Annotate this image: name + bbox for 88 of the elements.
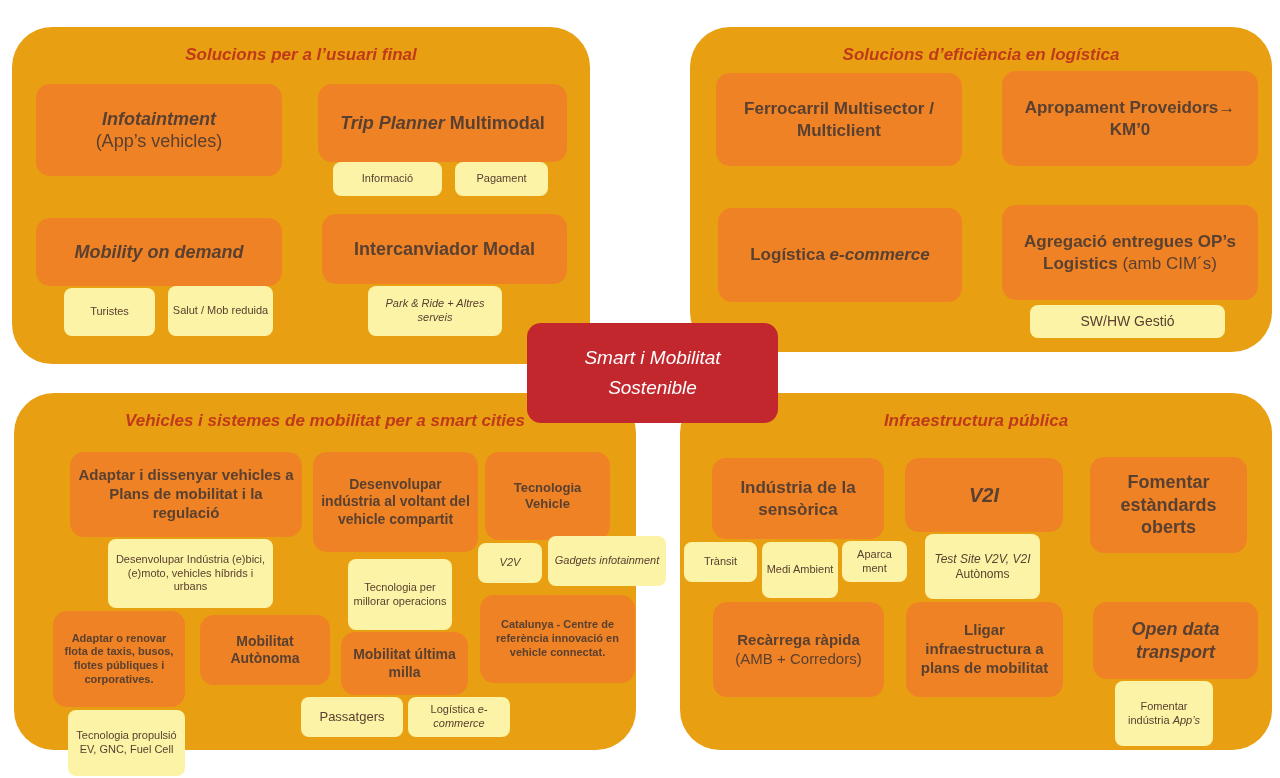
tag-label: V2V	[499, 556, 521, 570]
sub-topic-tag	[455, 162, 548, 196]
sub-topic-tag	[168, 286, 273, 336]
tag-label: SW/HW Gestió	[1080, 312, 1175, 331]
topic-label: Logística e-commerce	[750, 244, 930, 266]
sub-topic-tag	[301, 697, 403, 737]
sub-topic-tag	[348, 559, 452, 630]
tag-label: Salut / Mob reduida	[172, 304, 269, 318]
topic-box	[1002, 205, 1258, 300]
topic-label: Trip Planner Multimodal	[340, 111, 545, 135]
topic-label: Agregació entregues OP’s Logistics (amb CIM´s)	[1023, 231, 1237, 274]
topic-box	[70, 452, 302, 537]
topic-label: Apropament Proveidors→ KM’0	[1023, 97, 1237, 140]
topic-box	[485, 452, 610, 540]
topic-box	[322, 214, 567, 284]
sub-topic-tag	[408, 697, 510, 737]
topic-label: Recàrrega ràpida	[737, 630, 860, 650]
panel-title: Vehicles i sistemes de mobilitat per a smart cities	[125, 411, 525, 431]
quadrant-panel	[680, 393, 1272, 750]
tag-label: Logística e-commerce	[429, 703, 489, 731]
topic-box	[1002, 71, 1258, 166]
topic-label: Adaptar i dissenyar vehicles a Plans de mobilitat i la regulació	[77, 466, 295, 523]
panel-title: Solucions d’eficiència en logística	[842, 45, 1120, 65]
topic-label: (AMB + Corredors)	[735, 649, 862, 669]
topic-label: Fomentar estàndards oberts	[1119, 471, 1218, 539]
sub-topic-tag	[368, 286, 502, 336]
topic-box	[36, 218, 282, 286]
sub-topic-tag	[842, 541, 907, 582]
topic-label: Tecnologia Vehicle	[512, 479, 583, 513]
topic-box	[318, 84, 567, 162]
sub-topic-tag	[1030, 305, 1225, 338]
topic-label: Intercanviador Modal	[353, 237, 535, 261]
sub-topic-tag	[548, 536, 666, 586]
topic-box	[718, 208, 962, 302]
panel-title: Solucions per a l’usuari final	[185, 45, 417, 65]
central-label: Smart i Mobilitat Sostenible	[583, 345, 722, 400]
tag-label: Tecnologia propulsió EV, GNC, Fuel Cell	[75, 729, 178, 757]
topic-box	[341, 632, 468, 695]
tag-label: Pagament	[476, 172, 527, 186]
topic-label: Mobility on demand	[74, 240, 244, 264]
panel-title: Infraestructura pública	[883, 411, 1069, 431]
tag-label: Passatgers	[319, 708, 385, 726]
topic-box	[906, 602, 1063, 697]
topic-label: (App’s vehicles)	[95, 130, 223, 153]
topic-box	[480, 595, 635, 683]
topic-box	[1090, 457, 1247, 553]
tag-label: Informació	[361, 172, 414, 186]
central-topic-box	[527, 323, 778, 423]
topic-box	[200, 615, 330, 685]
tag-label: Trànsit	[703, 555, 738, 569]
topic-label: Ferrocarril Multisector / Multiclient	[743, 98, 935, 141]
quadrant-panel	[690, 27, 1272, 352]
topic-label: V2I	[969, 482, 999, 508]
topic-label: Adaptar o renovar flota de taxis, busos, flotes públiques i corporatives.	[63, 631, 175, 687]
topic-label: Open data transport	[1130, 618, 1221, 663]
topic-box	[313, 452, 478, 552]
tag-label: Gadgets infotainment	[554, 554, 660, 568]
topic-box	[716, 73, 962, 166]
topic-box	[713, 602, 884, 697]
tag-label: Aparca ment	[856, 547, 893, 576]
sub-topic-tag	[333, 162, 442, 196]
topic-box	[1093, 602, 1258, 679]
sub-topic-tag	[1115, 681, 1213, 746]
sub-topic-tag	[68, 710, 185, 776]
sub-topic-tag	[64, 288, 155, 336]
tag-label: Turistes	[90, 305, 129, 319]
topic-box	[36, 84, 282, 176]
sub-topic-tag	[762, 542, 838, 598]
topic-box	[712, 458, 884, 539]
sub-topic-tag	[684, 542, 757, 582]
tag-label: Fomentar indústria App’s	[1127, 699, 1201, 728]
tag-label: Desenvolupar Indústria (e)bici, (e)moto, vehicles híbrids i urbans	[114, 552, 267, 595]
sub-topic-tag	[108, 539, 273, 608]
topic-label: Lligar infraestructura a plans de mobilitat	[919, 621, 1050, 678]
topic-label: Catalunya - Centre de referència innovació en vehicle connectat.	[495, 618, 620, 660]
topic-label: Mobilitat Autònoma	[229, 632, 301, 668]
sub-topic-tag	[478, 543, 542, 583]
tag-label: Medi Ambient	[766, 563, 834, 577]
tag-label: Park & Ride + Altres serveis	[384, 297, 486, 325]
topic-box	[53, 611, 185, 707]
tag-label: Tecnologia per millorar operacions	[352, 580, 448, 609]
tag-label: Test Site V2V, V2I Autònoms	[933, 551, 1032, 582]
topic-label: Infotaintment	[102, 107, 216, 130]
topic-label: Desenvolupar indústria al voltant del vehicle compartit	[320, 475, 471, 529]
sub-topic-tag	[925, 534, 1040, 599]
topic-label: Indústria de la sensòrica	[739, 477, 857, 520]
topic-box	[905, 458, 1063, 532]
topic-label: Mobilitat última milla	[352, 646, 457, 681]
